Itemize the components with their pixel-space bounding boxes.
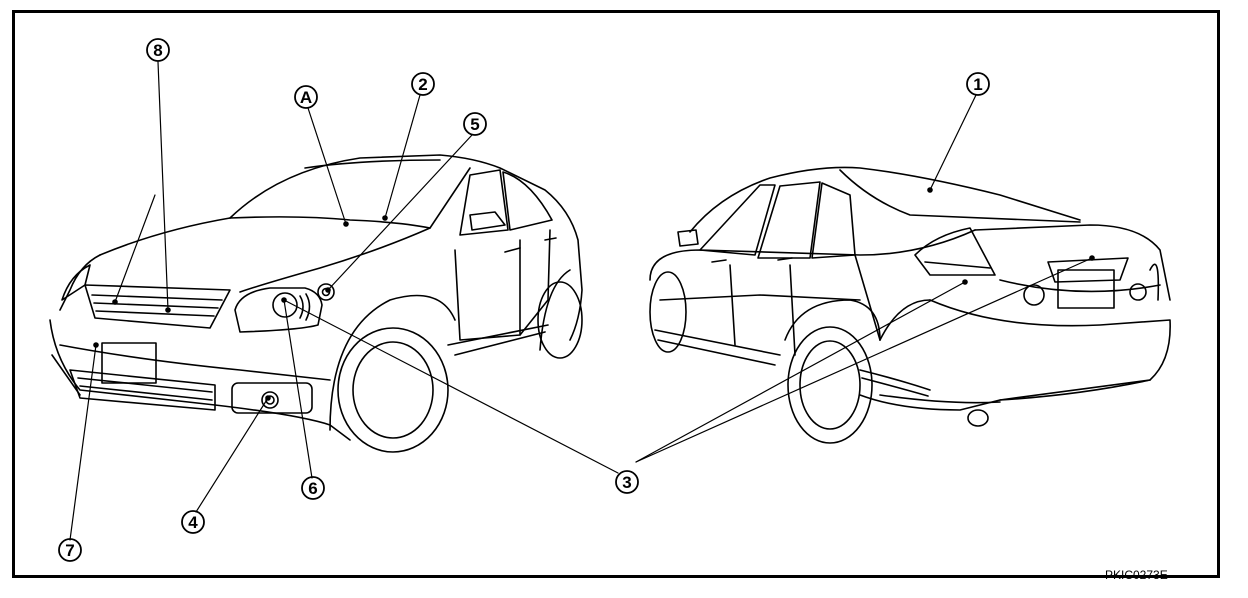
front-car-illustration <box>49 154 583 453</box>
rear-lamp-right <box>1129 283 1147 301</box>
front-wheel-rear-view <box>649 271 687 353</box>
figure-frame <box>12 10 1220 578</box>
callout-1: 1 <box>966 72 990 96</box>
rear-car-illustration <box>649 166 1171 444</box>
exhaust-pipe <box>967 409 989 427</box>
callout-8-label: 8 <box>153 41 162 60</box>
rear-door-mirror <box>677 229 699 247</box>
callout-3: 3 <box>615 470 639 494</box>
rear-lamp-left <box>1023 284 1045 306</box>
rear-wheel-front-view <box>537 281 583 359</box>
license-plate <box>101 342 157 384</box>
rear-combination-lamp <box>914 227 996 276</box>
callout-7: 7 <box>58 538 82 562</box>
callout-6-label: 6 <box>308 479 317 498</box>
side-turn-lamp <box>317 283 335 301</box>
door-mirror <box>469 211 506 231</box>
figure-code: PKIC0273E <box>1105 568 1168 582</box>
fog-lamp-housing <box>231 382 313 414</box>
callout-2: 2 <box>411 72 435 96</box>
callout-7-label: 7 <box>65 541 74 560</box>
callout-5-label: 5 <box>470 115 479 134</box>
callout-3-label: 3 <box>622 473 631 492</box>
rear-wheel <box>787 326 873 444</box>
callout-6: 6 <box>301 476 325 500</box>
leader-lines <box>69 61 1093 541</box>
callout-5: 5 <box>463 112 487 136</box>
callout-A-label: A <box>300 88 312 107</box>
callout-4: 4 <box>181 510 205 534</box>
callout-2-label: 2 <box>418 75 427 94</box>
front-grille <box>84 284 231 329</box>
callout-1-label: 1 <box>973 75 982 94</box>
callout-A: A <box>294 85 318 109</box>
front-wheel <box>337 327 449 453</box>
rear-license-plate <box>1057 269 1115 309</box>
leader-dots <box>93 187 1095 401</box>
callout-4-label: 4 <box>188 513 198 532</box>
front-fog-lamp <box>261 391 279 409</box>
callout-8: 8 <box>146 38 170 62</box>
